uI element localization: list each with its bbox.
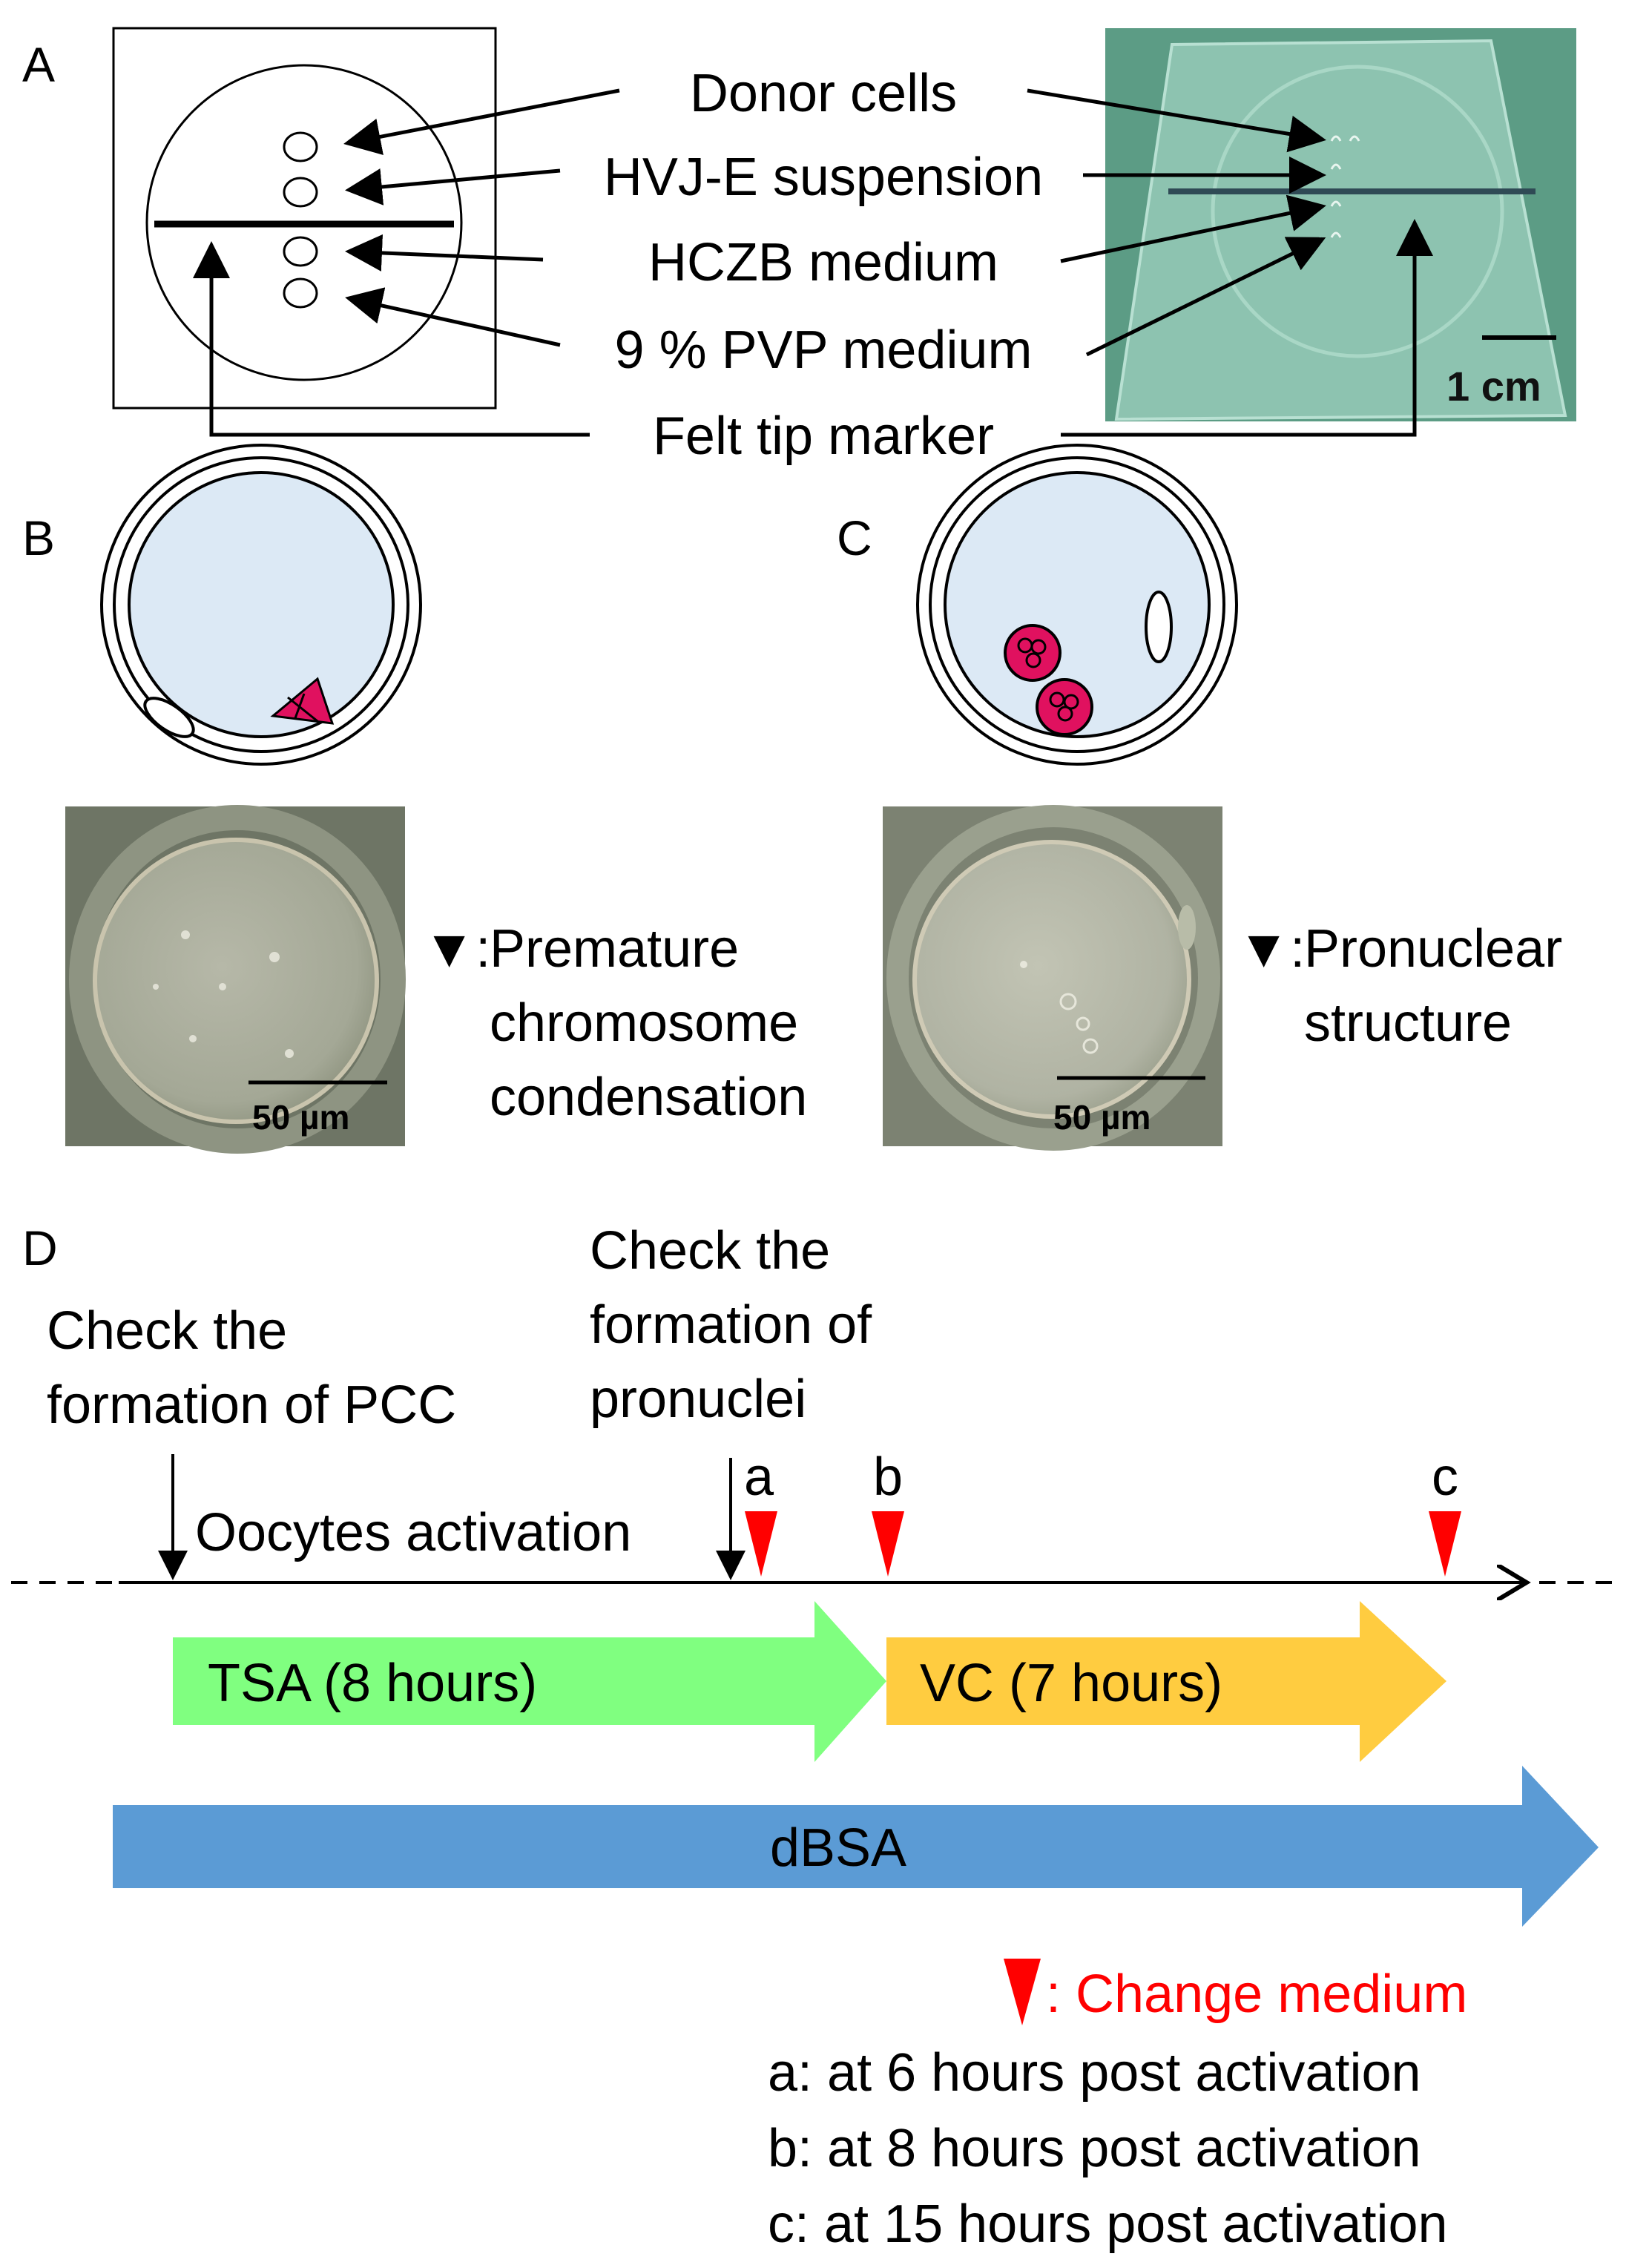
timeline-labels: Check the formation of PCC Check the for… <box>47 1221 1458 1562</box>
legend: : Change medium a: at 6 hours post activ… <box>768 1959 1467 2254</box>
check-pcc-line-2: formation of PCC <box>47 1375 456 1435</box>
panel-a-letter: A <box>22 37 55 92</box>
legend-title: : Change medium <box>1046 1965 1467 2024</box>
caption-b-line-2: chromosome <box>490 993 798 1053</box>
tsa-label: TSA (8 hours) <box>208 1654 537 1713</box>
marker-a-triangle <box>745 1511 777 1577</box>
caption-c-line-2: structure <box>1304 993 1512 1053</box>
check-pronuclei-line-2: formation of <box>590 1295 872 1355</box>
dbsa-bar <box>113 1766 1599 1927</box>
scale-bar-c-label: 50 µm <box>1053 1098 1151 1137</box>
panel-b-letter: B <box>22 510 55 565</box>
panel-c-letter: C <box>837 510 872 565</box>
treatment-bars: TSA (8 hours) VC (7 hours) dBSA <box>113 1601 1599 1927</box>
oocyte-schematic-b <box>100 444 422 766</box>
caption-c-line-1: Pronuclear <box>1304 919 1562 979</box>
vc-label: VC (7 hours) <box>920 1654 1222 1713</box>
dish-photo: 1 cm <box>1105 28 1576 421</box>
scale-bar-1cm-label: 1 cm <box>1446 363 1541 410</box>
check-pcc-line-1: Check the <box>47 1301 287 1361</box>
scale-bar-b-label: 50 µm <box>252 1098 349 1137</box>
caption-b-marker: ▼: <box>423 919 490 979</box>
label-donor-cells: Donor cells <box>690 64 957 123</box>
panel-a-arrows <box>193 88 1433 437</box>
polar-body <box>1145 591 1173 663</box>
marker-b-triangle <box>872 1511 904 1577</box>
caption-c: ▼: Pronuclear structure <box>1237 919 1562 1053</box>
marker-c-label: c <box>1432 1447 1458 1507</box>
caption-c-marker: ▼: <box>1237 919 1305 979</box>
label-pvp: 9 % PVP medium <box>615 321 1033 380</box>
drop-donor-cells <box>283 131 318 162</box>
panel-d-letter: D <box>22 1220 58 1275</box>
label-hvje: HVJ-E suspension <box>604 148 1043 207</box>
tsa-bar <box>173 1601 886 1762</box>
timeline-axis <box>11 1454 1617 1582</box>
label-marker: Felt tip marker <box>653 407 994 466</box>
drop-hczb <box>283 236 318 267</box>
vc-bar <box>886 1601 1446 1762</box>
check-pronuclei-line-1: Check the <box>590 1221 830 1281</box>
marker-a-label: a <box>744 1447 774 1507</box>
drop-hvje <box>283 177 318 208</box>
oocyte-photo-c: 50 µm <box>883 805 1222 1151</box>
dish-schematic <box>112 27 497 410</box>
legend-triangle <box>1004 1959 1041 2025</box>
caption-b: ▼: Premature chromosome condensation <box>423 919 807 1127</box>
dbsa-label: dBSA <box>770 1818 906 1878</box>
check-pronuclei-line-3: pronuclei <box>590 1370 806 1429</box>
pcc-spindle <box>270 677 335 725</box>
oocyte-schematic-c <box>916 444 1238 766</box>
legend-item-b: b: at 8 hours post activation <box>768 2119 1421 2178</box>
panel-a-labels: Donor cells HVJ-E suspension HCZB medium… <box>604 64 1043 466</box>
caption-b-line-1: Premature <box>490 919 739 979</box>
legend-item-a: a: at 6 hours post activation <box>768 2043 1421 2103</box>
oocyte-photo-b: 50 µm <box>65 805 406 1154</box>
drop-pvp <box>283 277 318 309</box>
polar-body <box>143 697 195 738</box>
caption-b-line-3: condensation <box>490 1068 807 1127</box>
marker-b-label: b <box>873 1447 903 1507</box>
label-hczb: HCZB medium <box>648 233 998 292</box>
marker-c-triangle <box>1429 1511 1461 1577</box>
activation-label: Oocytes activation <box>195 1503 631 1562</box>
legend-item-c: c: at 15 hours post activation <box>768 2195 1448 2254</box>
